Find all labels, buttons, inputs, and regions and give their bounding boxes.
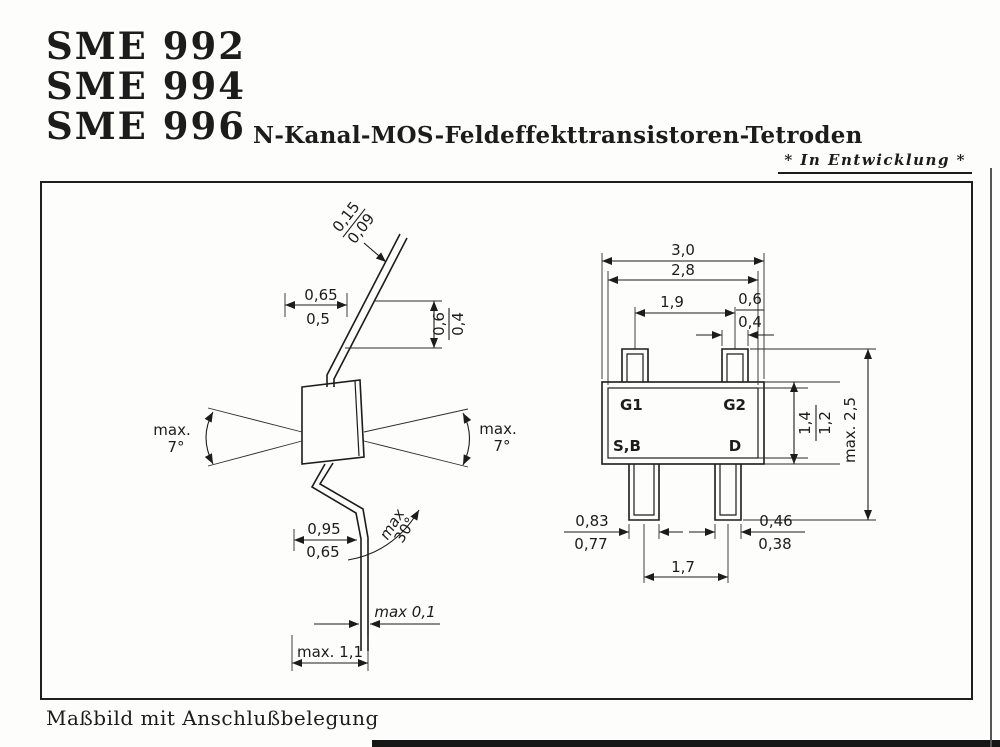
dim-overall-depth-label: max. 2,5 [841,397,859,463]
angle-arc-left [204,411,214,465]
part-number-3: SME 996 [46,104,246,148]
dim-angle-right-value: 7° [493,437,510,455]
dim-bend-width-min: 0,65 [306,543,339,561]
part-number-1: SME 992 [46,24,246,68]
dim-bend-angle: max 30° [376,506,420,546]
top-view: G1 G2 S,B D 3,0 2,8 1,9 0, [564,241,876,583]
lead-g1-inner [626,353,644,382]
lead-d-inner [719,464,737,516]
dim-lead-height-max: 0,6 [430,312,448,336]
lead-sb-outline [628,464,660,521]
dim-bottom-left-lead-width-max: 0,83 [575,512,608,530]
bottom-lead-line-b [318,462,369,651]
drawing-frame: 0,15 0,09 0,65 0,5 0,6 0,4 [40,181,973,700]
body-inner-outline [607,387,759,459]
dim-bottom-right-lead-width-max: 0,46 [759,512,792,530]
dim-body-width-max: 3,0 [671,241,695,259]
status-note: * In Entwicklung * [778,151,972,174]
scan-edge-right [990,168,992,747]
dim-top-width-max: 0,65 [304,286,337,304]
dim-body-depth-min-label: 1,2 [816,411,834,435]
dim-angle-left-value: 7° [167,438,184,456]
dim-top-lead-width-max: 0,6 [738,290,762,308]
lead-d-outline [714,464,742,521]
dim-bottom-right-lead-width-min: 0,38 [758,535,791,553]
dim-lead-thickness: 0,15 0,09 [329,198,379,247]
dim-bend-width-max: 0,95 [307,520,340,538]
page-title: N-Kanal-MOS-Feldeffekttransistoren-Tetro… [253,122,863,149]
dim-lead-height-min: 0,4 [449,312,467,336]
dim-lead-height: 0,6 0,4 [430,308,467,340]
angle-ray [363,408,469,433]
pin-label-g2: G2 [723,396,746,414]
scan-edge-bottom [372,740,1000,747]
body-outline [601,381,765,465]
dim-top-lead-pitch: 1,9 [660,293,684,311]
top-lead-line-b [333,237,408,387]
dim-top-lead-width-min: 0,4 [738,313,762,331]
bend-angle-arc [347,509,420,561]
side-body-inner-line [354,380,360,457]
dim-angle-right-max: max. [479,420,516,438]
dim-bottom-left-lead-width-min: 0,77 [574,535,607,553]
dim-bottom-lead-pitch: 1,7 [671,558,695,576]
side-body-outline [301,379,365,465]
lead-g2-inner [726,353,744,382]
pin-label-g1: G1 [620,396,643,414]
dim-overall-width: max. 1,1 [297,643,363,661]
dimension-drawing: 0,15 0,09 0,65 0,5 0,6 0,4 [153,198,876,671]
lead-sb-inner [633,464,655,516]
dim-angle-left-max: max. [153,421,190,439]
caption: Maßbild mit Anschlußbelegung [46,706,379,730]
bottom-lead-line-a [310,463,362,651]
dim-body-depth-max-label: 1,4 [796,411,814,435]
part-numbers: SME 992 SME 994 SME 996 [46,26,246,146]
pin-label-sb: S,B [613,437,641,455]
angle-arc-right [462,412,472,466]
angle-ray [363,440,469,468]
dim-body-width-min: 2,8 [671,261,695,279]
pin-label-d: D [729,437,741,455]
side-view: 0,15 0,09 0,65 0,5 0,6 0,4 [153,198,517,671]
leader-lead-thickness [363,242,387,263]
dim-body-depth-min: 1,2 [816,411,834,435]
dim-body-depth-max: 1,4 [796,411,814,435]
dim-overall-depth: max. 2,5 [841,397,859,463]
part-number-2: SME 994 [46,64,246,108]
angle-ray [207,440,303,467]
angle-ray [207,407,303,433]
dim-standoff: max 0,1 [374,603,435,621]
top-lead-line-a [326,233,401,387]
fraction-bar [342,208,366,238]
dim-top-width-min: 0,5 [306,310,330,328]
